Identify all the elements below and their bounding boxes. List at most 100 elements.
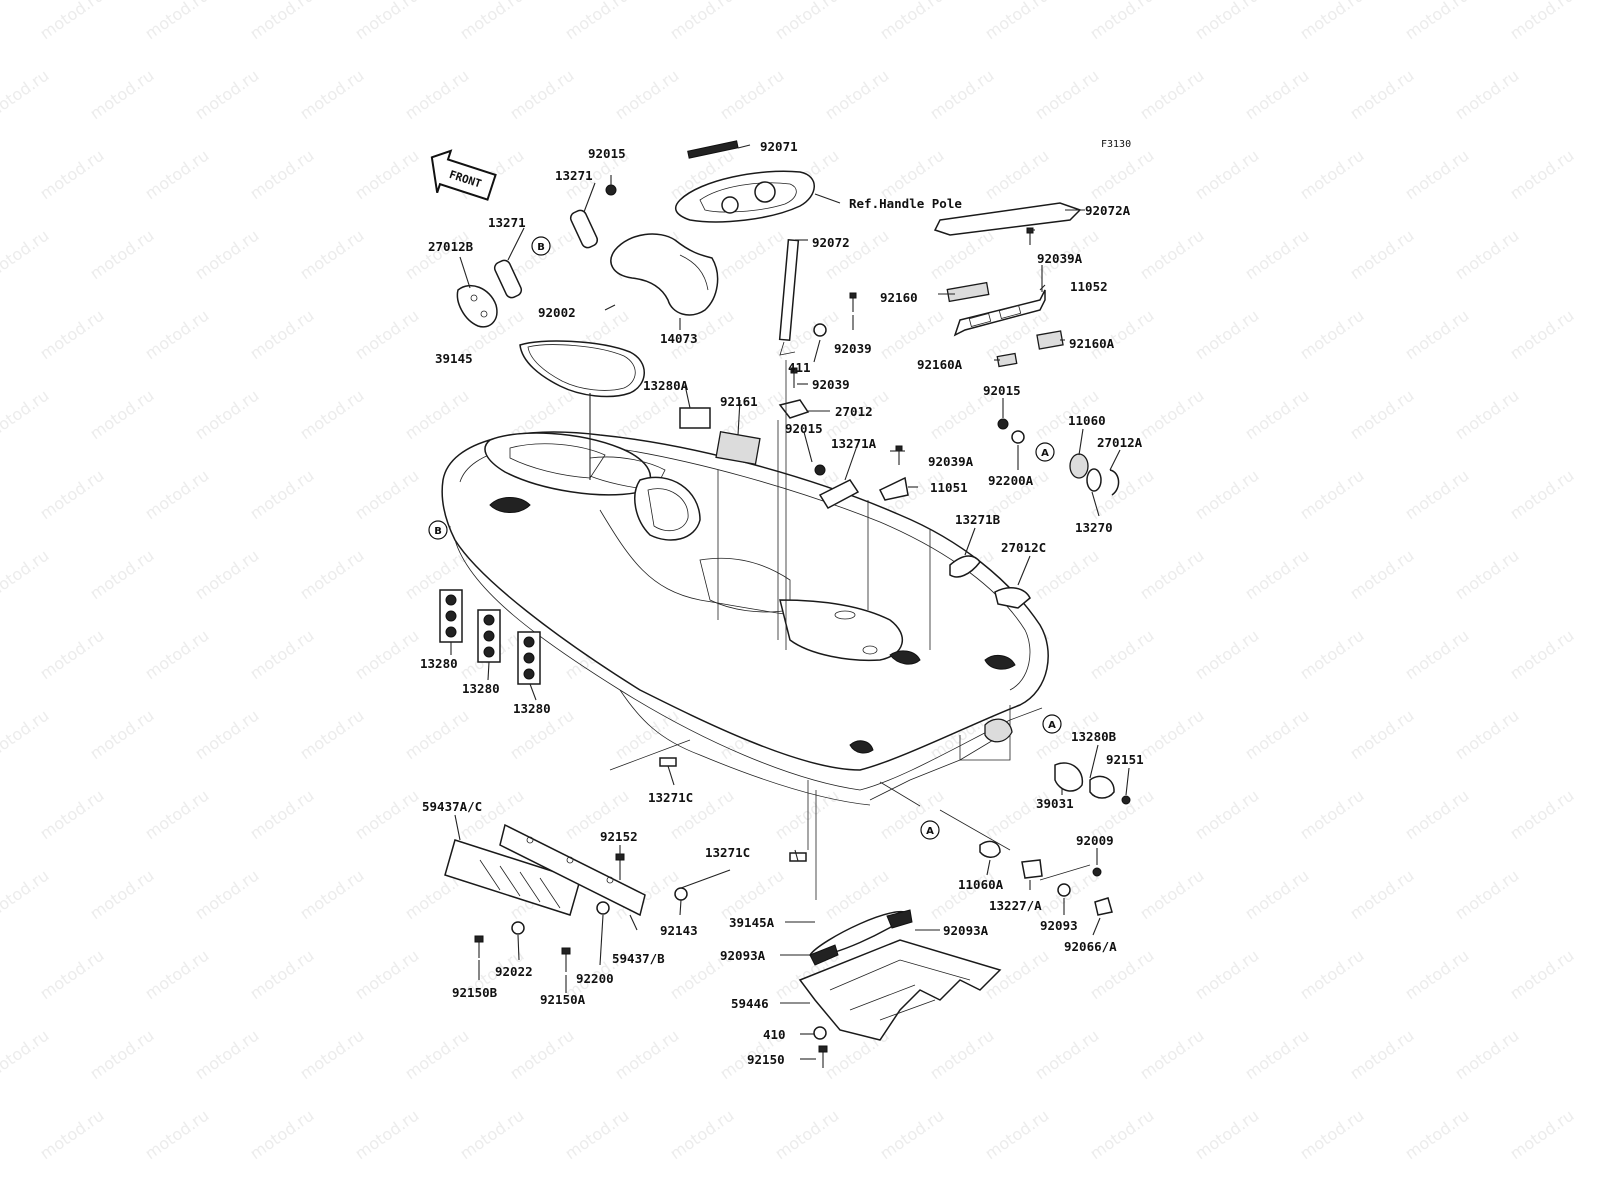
part-number: 13271 <box>555 168 593 183</box>
watermark-text: motod.ru <box>1346 866 1417 924</box>
part-number: 92039 <box>812 377 850 392</box>
hull <box>441 431 1049 806</box>
part-number: 13280 <box>462 681 500 696</box>
part-number: 92150A <box>540 992 586 1007</box>
watermark-text: motod.ru <box>351 146 422 204</box>
part-number: 92151 <box>1106 752 1144 767</box>
watermark-text: motod.ru <box>0 0 2 43</box>
watermark-text: motod.ru <box>1136 226 1207 284</box>
part-number: 92143 <box>660 923 698 938</box>
watermark-text: motod.ru <box>296 706 367 764</box>
watermark-text: motod.ru <box>1346 66 1417 124</box>
watermark-text: motod.ru <box>141 786 212 844</box>
part-number: 92160A <box>1069 336 1115 351</box>
part-number: 92039A <box>928 454 974 469</box>
watermark-text: motod.ru <box>1136 706 1207 764</box>
watermark-text: motod.ru <box>1401 146 1472 204</box>
watermark-text: motod.ru <box>191 66 262 124</box>
watermark-text: motod.ru <box>0 386 52 444</box>
watermark-text: motod.ru <box>0 1026 52 1084</box>
watermark-text: motod.ru <box>191 866 262 924</box>
pad-92160a-right <box>1036 330 1064 350</box>
watermark-text: motod.ru <box>1241 386 1312 444</box>
watermark-text: motod.ru <box>1191 626 1262 684</box>
callout-b-top: B <box>531 236 551 256</box>
ride-plate-59446 <box>798 909 1002 1068</box>
watermark-text: motod.ru <box>351 0 422 43</box>
small-bolts <box>679 227 1120 609</box>
svg-text:B: B <box>434 526 442 537</box>
watermark-text: motod.ru <box>1086 626 1157 684</box>
watermark-text: motod.ru <box>1136 1026 1207 1084</box>
brackets-13271 <box>493 184 617 299</box>
watermark-text: motod.ru <box>1241 226 1312 284</box>
watermark-text: motod.ru <box>1451 66 1522 124</box>
watermark-text: motod.ru <box>926 1026 997 1084</box>
watermark-text: motod.ru <box>191 546 262 604</box>
watermark-text: motod.ru <box>296 66 367 124</box>
watermark-text: motod.ru <box>191 1026 262 1084</box>
watermark-text: motod.ru <box>141 306 212 364</box>
watermark-text: motod.ru <box>401 226 472 284</box>
pad-92160a-left <box>996 352 1018 368</box>
watermark-text: motod.ru <box>1506 1106 1577 1164</box>
watermark-text: motod.ru <box>296 386 367 444</box>
watermark-text: motod.ru <box>1296 786 1367 844</box>
watermark-text: motod.ru <box>141 626 212 684</box>
watermark-text: motod.ru <box>36 466 107 524</box>
part-number: 92015 <box>785 421 823 436</box>
watermark-text: motod.ru <box>1296 146 1367 204</box>
svg-text:A: A <box>1048 720 1056 731</box>
watermark-text: motod.ru <box>1031 1026 1102 1084</box>
part-number: 39145 <box>435 351 473 366</box>
watermark-text: motod.ru <box>611 66 682 124</box>
part-number: 11060A <box>958 877 1004 892</box>
watermark-text: motod.ru <box>86 1026 157 1084</box>
watermark-text: motod.ru <box>141 946 212 1004</box>
part-number: 92071 <box>760 139 798 154</box>
part-number: 39145A <box>729 915 775 930</box>
watermark-text: motod.ru <box>876 306 947 364</box>
watermark-text: motod.ru <box>86 386 157 444</box>
watermark-text: motod.ru <box>401 706 472 764</box>
part-number: 13271C <box>705 845 750 860</box>
seat-gasket-39145 <box>519 340 645 398</box>
watermark-text: motod.ru <box>1191 946 1262 1004</box>
watermark-text: motod.ru <box>1451 546 1522 604</box>
watermark-text: motod.ru <box>1401 306 1472 364</box>
watermark-text: motod.ru <box>0 626 2 684</box>
watermark-text: motod.ru <box>296 226 367 284</box>
part-number: 39031 <box>1036 796 1074 811</box>
part-number: 14073 <box>660 331 698 346</box>
watermark-text: motod.ru <box>351 306 422 364</box>
watermark-text: motod.ru <box>981 0 1052 43</box>
watermark-text: motod.ru <box>86 66 157 124</box>
watermark-text: motod.ru <box>1401 0 1472 43</box>
watermark-text: motod.ru <box>1031 66 1102 124</box>
watermark-text: motod.ru <box>141 1106 212 1164</box>
watermark-text: motod.ru <box>1346 706 1417 764</box>
part-number: 92039A <box>1037 251 1083 266</box>
part-number: 92072 <box>812 235 850 250</box>
watermark-text: motod.ru <box>36 146 107 204</box>
part-number: 411 <box>788 360 811 375</box>
watermark-text: motod.ru <box>926 66 997 124</box>
watermark-text: motod.ru <box>1346 1026 1417 1084</box>
front-arrow: FRONT <box>430 149 497 201</box>
watermark-text: motod.ru <box>1506 146 1577 204</box>
part-number: 92200A <box>988 473 1034 488</box>
watermark-text: motod.ru <box>0 466 2 524</box>
watermark-text: motod.ru <box>296 1026 367 1084</box>
watermark-text: motod.ru <box>296 866 367 924</box>
watermark-text: motod.ru <box>351 946 422 1004</box>
watermark-text: motod.ru <box>1136 866 1207 924</box>
watermark-text: motod.ru <box>351 786 422 844</box>
watermark-text: motod.ru <box>771 786 842 844</box>
part-number: 92072A <box>1085 203 1131 218</box>
watermark-text: motod.ru <box>1296 946 1367 1004</box>
part-number: 13280 <box>513 701 551 716</box>
plate-27012b <box>456 284 498 328</box>
watermark-text: motod.ru <box>1136 386 1207 444</box>
watermark-text: motod.ru <box>0 786 2 844</box>
watermark-text: motod.ru <box>1191 0 1262 43</box>
